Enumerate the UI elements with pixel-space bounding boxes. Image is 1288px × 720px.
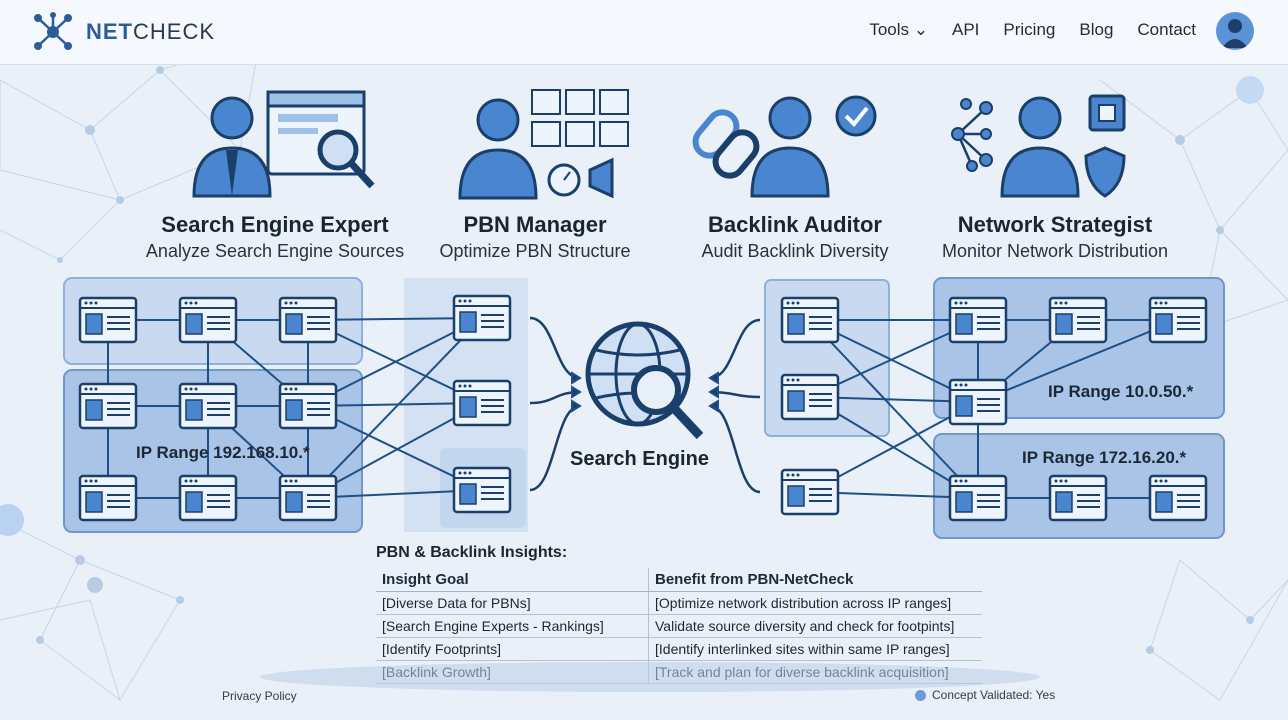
insight-goal-cell: [Search Engine Experts - Rankings] (376, 614, 649, 638)
website-node-icon (278, 296, 338, 344)
website-node-icon (178, 474, 238, 522)
website-node-icon (1148, 296, 1208, 344)
top-nav-bar: NETCHECK Tools ⌄ API Pricing Blog Contac… (0, 0, 1288, 65)
concept-status-text: Concept Validated: Yes (932, 688, 1056, 702)
brand-name: NETCHECK (86, 19, 215, 45)
user-icon (1222, 19, 1248, 48)
connection-line (307, 317, 483, 499)
pbn-manager-icon (458, 89, 629, 200)
website-node-icon (278, 382, 338, 430)
role-search-engine-expert: Search Engine Expert Analyze Search Engi… (140, 212, 410, 262)
arrowhead-icon (708, 371, 719, 385)
role-subtitle: Audit Backlink Diversity (701, 241, 889, 261)
role-title: PBN Manager (463, 212, 607, 237)
role-network-strategist: Network Strategist Monitor Network Distr… (930, 212, 1180, 262)
main-nav: Tools ⌄ API Pricing Blog Contact (869, 20, 1196, 40)
concept-status: Concept Validated: Yes (915, 688, 1055, 702)
website-node-icon (178, 382, 238, 430)
website-node-icon (948, 378, 1008, 426)
brand-logo[interactable]: NETCHECK (30, 12, 215, 52)
ip-range-right-bottom-label: IP Range 172.16.20.* (1022, 448, 1187, 467)
website-node-icon (78, 474, 138, 522)
role-subtitle: Analyze Search Engine Sources (145, 241, 405, 261)
column-header: Insight Goal (376, 568, 649, 592)
arrowhead-icon (571, 385, 582, 399)
arrowhead-icon (571, 371, 582, 385)
table-row: [Identify Footprints] [Identify interlin… (376, 637, 982, 661)
footer-oval-decoration (260, 662, 1040, 692)
arrowhead-icon (708, 385, 719, 399)
user-avatar[interactable] (1216, 12, 1254, 50)
arrow-to-search-engine (709, 318, 761, 380)
connection-line (809, 319, 979, 499)
privacy-policy-link[interactable]: Privacy Policy (222, 689, 297, 703)
website-node-icon (780, 468, 840, 516)
nav-api[interactable]: API (952, 20, 980, 39)
website-node-icon (452, 379, 512, 427)
insights-header-row: Insight Goal Benefit from PBN-NetCheck (376, 568, 982, 592)
role-title: Backlink Auditor (708, 212, 882, 237)
arrow-to-search-engine (529, 316, 581, 380)
search-engine-label: Search Engine (570, 448, 709, 470)
nav-blog[interactable]: Blog (1079, 20, 1114, 39)
connection-line (977, 319, 1179, 403)
website-node-icon (948, 296, 1008, 344)
column-header: Benefit from PBN-NetCheck (648, 568, 982, 592)
website-node-icon (78, 382, 138, 430)
role-subtitle: Monitor Network Distribution (941, 241, 1169, 261)
website-node-icon (948, 474, 1008, 522)
search-expert-icon (192, 90, 375, 198)
role-title: Network Strategist (957, 212, 1153, 237)
website-node-icon (1148, 474, 1208, 522)
search-engine-globe-icon (585, 321, 704, 440)
ip-range-left-label: IP Range 192.168.10.* (136, 443, 310, 462)
network-diagram (63, 277, 1225, 539)
insight-benefit-cell: [Identify interlinked sites within same … (648, 637, 982, 661)
website-node-icon (178, 296, 238, 344)
insight-goal-cell: [Diverse Data for PBNs] (376, 591, 649, 615)
backlink-auditor-icon (692, 95, 877, 198)
network-logo-icon (34, 12, 72, 50)
arrowhead-icon (708, 399, 719, 413)
table-row: [Search Engine Experts - Rankings] Valid… (376, 614, 982, 638)
website-node-icon (452, 294, 512, 342)
website-node-icon (780, 296, 840, 344)
nav-contact[interactable]: Contact (1137, 20, 1196, 39)
network-strategist-icon (951, 94, 1126, 198)
nav-tools[interactable]: Tools ⌄ (869, 20, 928, 39)
website-node-icon (278, 474, 338, 522)
website-node-icon (1048, 474, 1108, 522)
website-node-icon (452, 466, 512, 514)
nav-pricing[interactable]: Pricing (1003, 20, 1056, 39)
role-backlink-auditor: Backlink Auditor Audit Backlink Diversit… (685, 212, 905, 262)
website-node-icon (78, 296, 138, 344)
website-node-icon (780, 373, 840, 421)
insight-benefit-cell: [Optimize network distribution across IP… (648, 591, 982, 615)
status-dot-icon (915, 689, 926, 701)
brand-name-rest: CHECK (133, 19, 216, 44)
insights-title: PBN & Backlink Insights: (376, 544, 568, 561)
website-node-icon (1048, 296, 1108, 344)
brand-name-bold: NET (86, 19, 133, 44)
insight-benefit-cell: Validate source diversity and check for … (648, 614, 982, 638)
table-row: [Diverse Data for PBNs] [Optimize networ… (376, 591, 982, 615)
role-pbn-manager: PBN Manager Optimize PBN Structure (425, 212, 645, 262)
role-subtitle: Optimize PBN Structure (439, 241, 631, 261)
role-title: Search Engine Expert (161, 212, 389, 237)
insight-goal-cell: [Identify Footprints] (376, 637, 649, 661)
ip-range-right-top-label: IP Range 10.0.50.* (1048, 382, 1194, 401)
arrow-to-search-engine (709, 404, 761, 494)
role-illustrations (192, 89, 1126, 200)
arrowhead-icon (571, 399, 582, 413)
